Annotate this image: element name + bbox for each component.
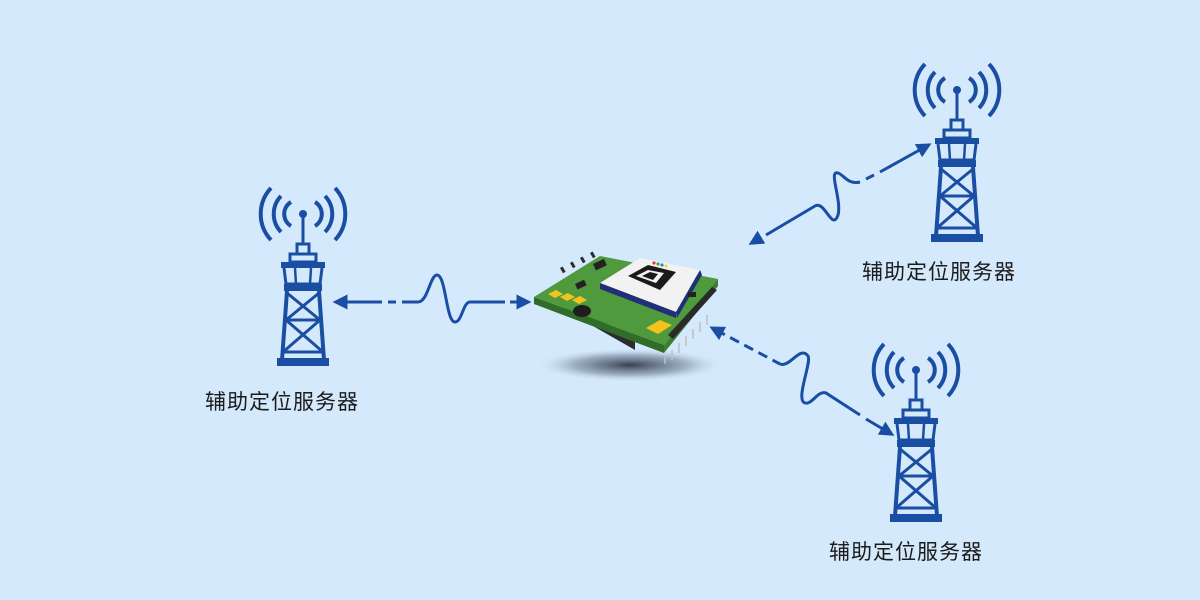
gps-module (534, 251, 718, 364)
module-shadow (535, 348, 725, 382)
link-bottom-right-wave (779, 351, 895, 436)
tower-icon-top-right (912, 62, 1002, 244)
link-left (332, 273, 532, 324)
qr-code (628, 265, 676, 290)
server-label-top-right: 辅助定位服务器 (862, 260, 1016, 284)
tower-icon-bottom-right (871, 342, 961, 524)
tower-icon-left (258, 186, 348, 368)
link-bottom-right (709, 326, 781, 366)
server-label-left: 辅助定位服务器 (205, 390, 359, 414)
server-label-bottom-right: 辅助定位服务器 (829, 540, 983, 564)
link-top-right (748, 143, 932, 245)
